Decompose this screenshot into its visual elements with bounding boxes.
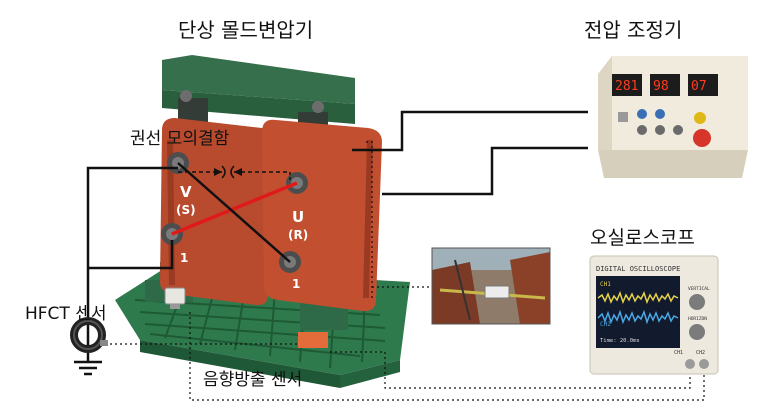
acoustic-sensor-device <box>164 287 186 309</box>
coil-left-tap: 1 <box>180 251 188 265</box>
regulator-display-1: 281 <box>615 79 638 94</box>
transformer-title: 단상 몰드변압기 <box>178 18 313 42</box>
acoustic-sensor-label: 음향방출 센서 <box>203 370 302 390</box>
wiring <box>74 110 705 401</box>
oscilloscope: DIGITAL OSCILLOSCOPE CH1 CH2 Time: 20.0m… <box>589 255 719 375</box>
coil-right-tap: 1 <box>292 277 300 291</box>
regulator-stop-button[interactable] <box>693 129 711 147</box>
ch2-connector[interactable] <box>699 359 709 369</box>
regulator-indicator <box>694 112 706 124</box>
oscilloscope-brand: DIGITAL OSCILLOSCOPE <box>596 265 680 273</box>
oscilloscope-ch1-label: CH1 <box>600 281 611 288</box>
regulator-button[interactable] <box>655 125 665 135</box>
oscilloscope-in2-label: CH2 <box>696 350 705 356</box>
oscilloscope-screen <box>596 276 680 348</box>
ch1-trace <box>597 290 679 305</box>
vertical-knob[interactable] <box>689 294 705 310</box>
regulator-switch[interactable] <box>618 112 628 122</box>
regulator-button[interactable] <box>655 109 665 119</box>
oscilloscope-time: Time: 20.0ms <box>600 338 640 344</box>
regulator-display-3: 07 <box>691 79 707 94</box>
voltage-regulator: 281 98 07 <box>598 56 748 178</box>
coil-right-phase: U <box>292 208 304 226</box>
oscilloscope-title: 오실로스코프 <box>590 227 695 249</box>
regulator-button[interactable] <box>637 125 647 135</box>
hfct-ring-icon <box>70 317 108 353</box>
ch1-connector[interactable] <box>685 359 695 369</box>
gap-symbol-icon <box>221 165 235 179</box>
hfct-sensor-label: HFCT 센서 <box>25 304 107 324</box>
coil-left-phase: V <box>180 183 192 201</box>
coil-right <box>262 119 382 312</box>
inset-photo <box>431 247 551 325</box>
horizontal-knob[interactable] <box>689 324 705 340</box>
ground-icon <box>74 360 102 376</box>
regulator-title: 전압 조정기 <box>584 18 682 42</box>
acoustic-sensor-pad <box>298 332 328 348</box>
bolt-icon <box>180 90 192 102</box>
coil-right-sub: (R) <box>288 228 308 242</box>
regulator-display-2: 98 <box>653 79 669 94</box>
oscilloscope-knob2-label: HORIZON <box>688 316 707 322</box>
oscilloscope-knob1-label: VERTICAL <box>688 286 710 292</box>
winding-fault-label: 권선 모의결함 <box>130 129 230 149</box>
cross-wire <box>177 162 291 263</box>
regulator-button[interactable] <box>673 125 683 135</box>
bolt-icon <box>312 101 324 113</box>
ch2-trace <box>597 309 679 325</box>
regulator-button[interactable] <box>637 109 647 119</box>
oscilloscope-ch2-label: CH2 <box>600 321 611 328</box>
oscilloscope-in1-label: CH1 <box>674 350 683 356</box>
coil-left-sub: (S) <box>176 203 196 217</box>
fault-wire <box>171 181 298 236</box>
